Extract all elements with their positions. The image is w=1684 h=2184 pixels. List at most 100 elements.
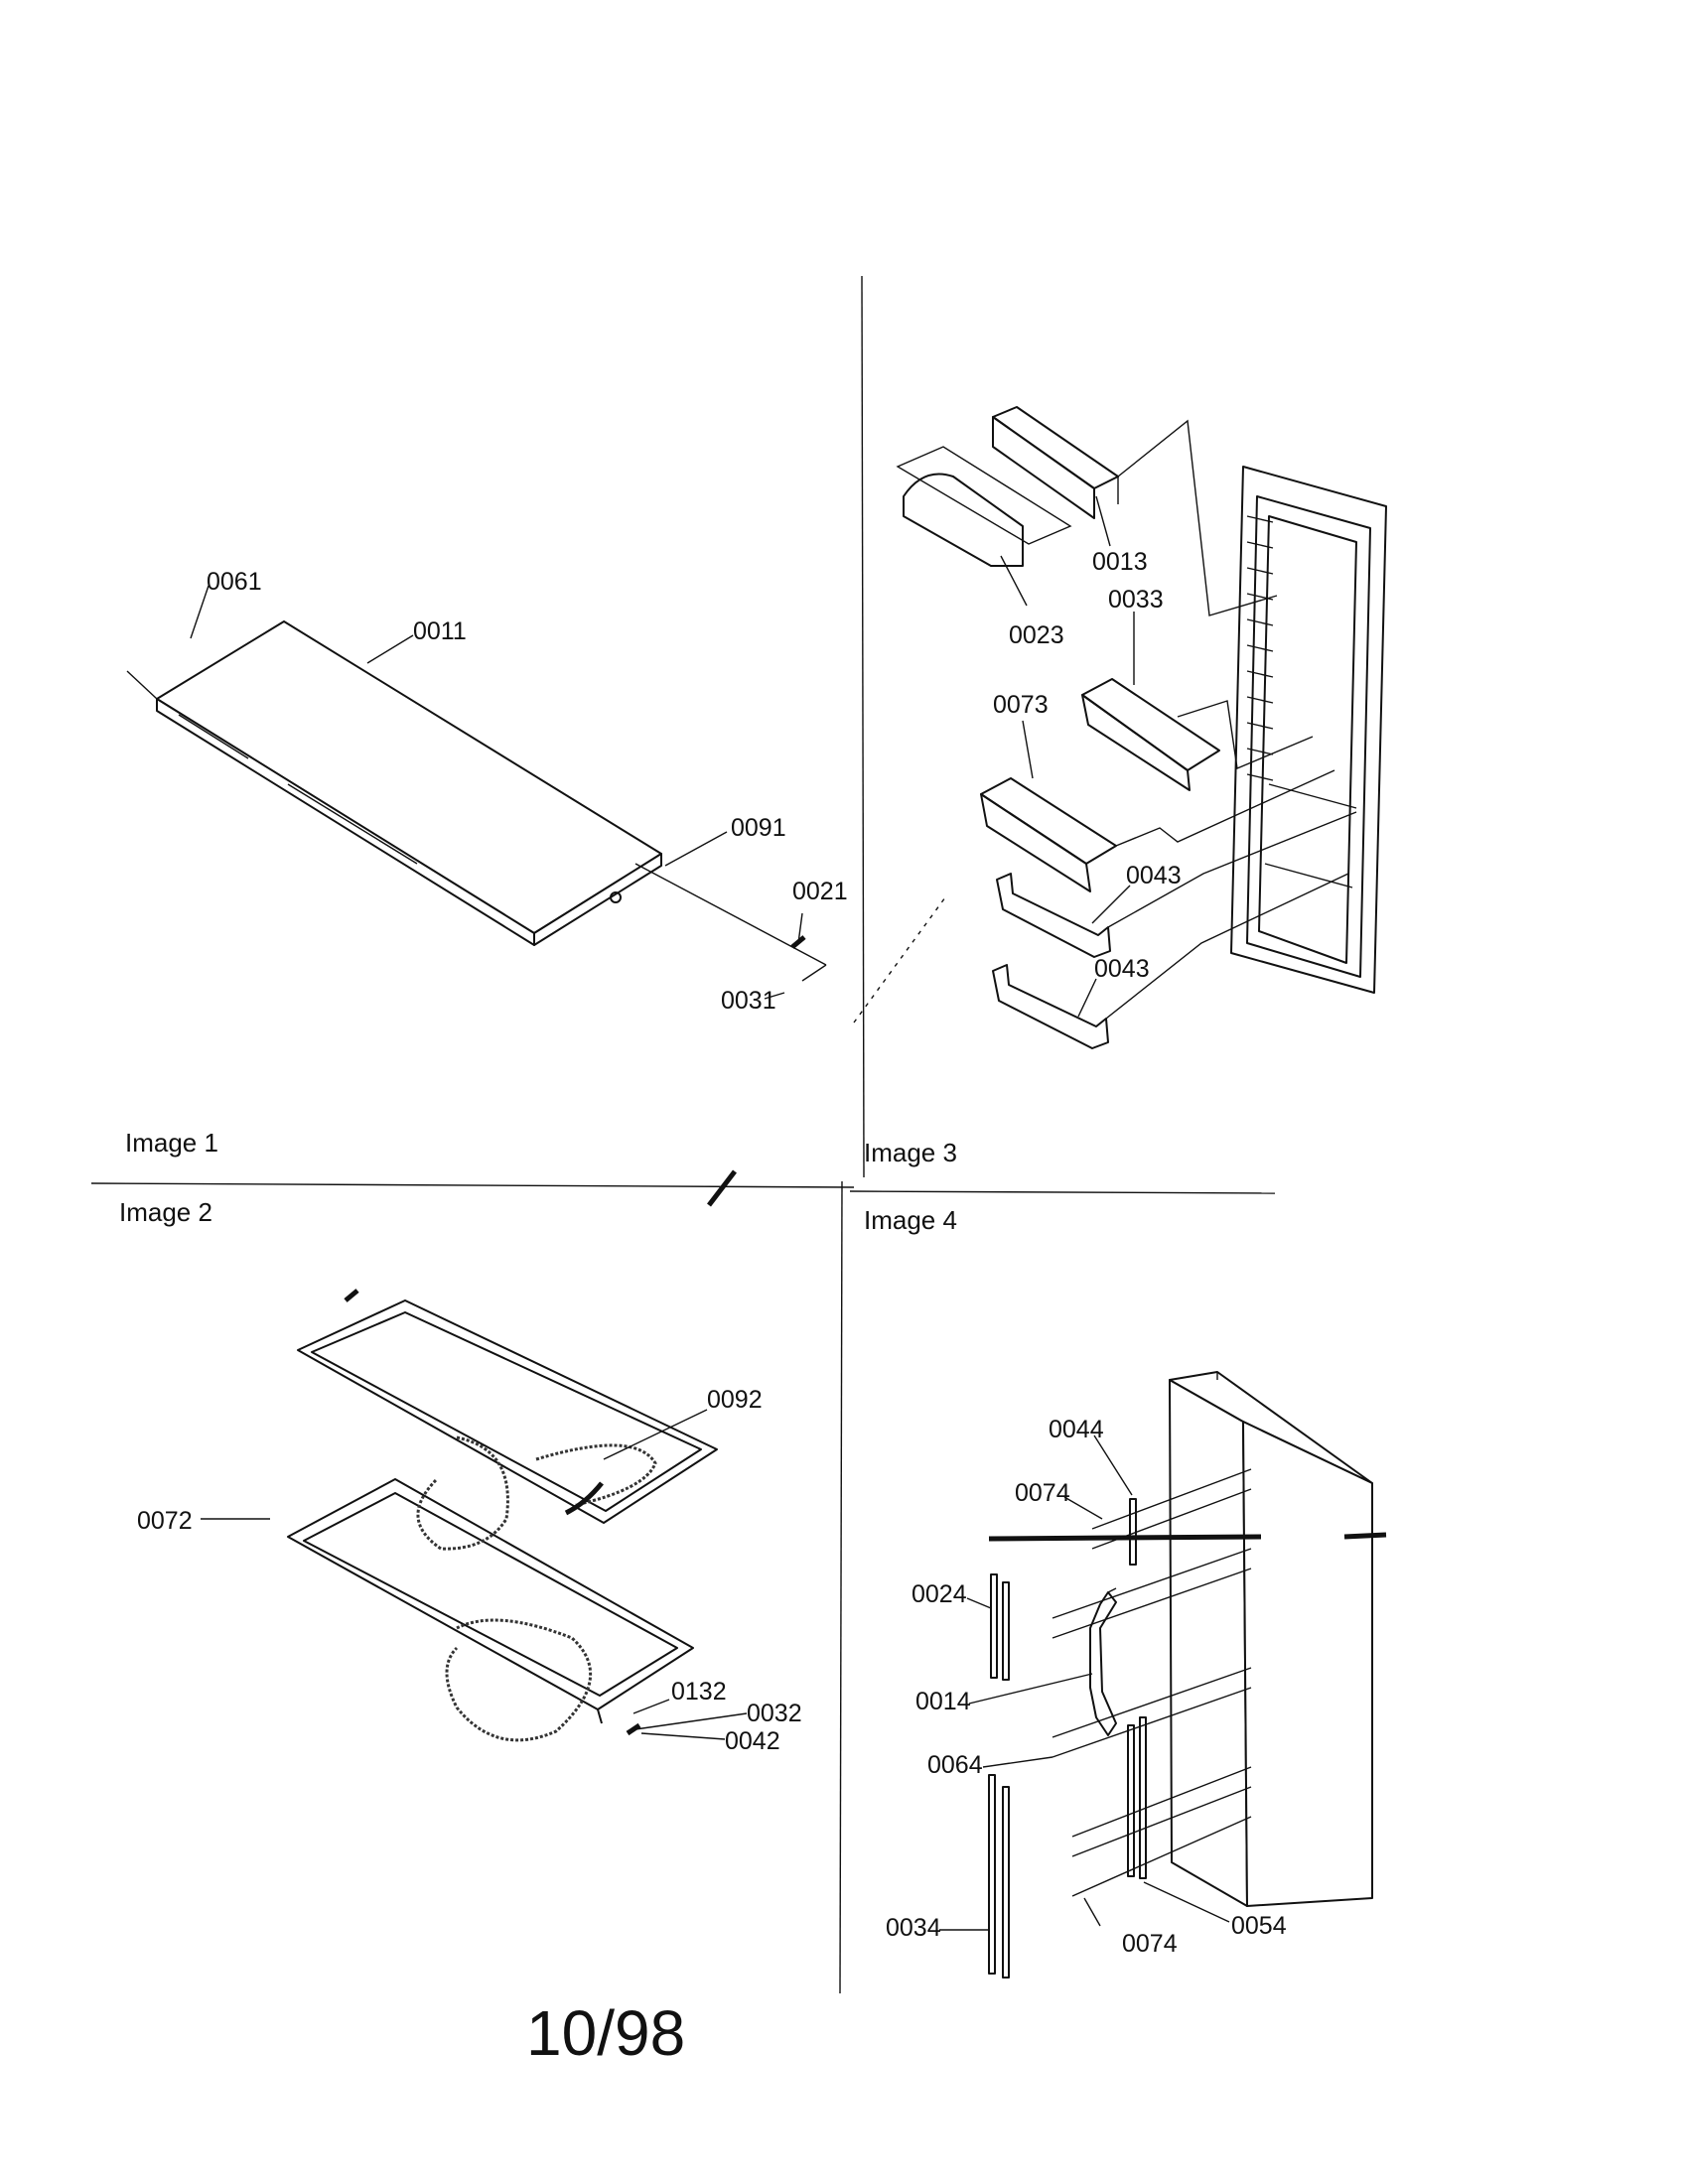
panel-dividers bbox=[90, 275, 1276, 1994]
callout-0073: 0073 bbox=[993, 691, 1049, 719]
leader-0074-lower bbox=[1083, 1897, 1101, 1927]
door-panel-side bbox=[1242, 1421, 1373, 1907]
leader-end bbox=[126, 670, 158, 700]
leader-0043a bbox=[1091, 885, 1131, 924]
shelf-frame-inner bbox=[303, 1492, 678, 1697]
leader-0014 bbox=[968, 1673, 1093, 1705]
callout-0033: 0033 bbox=[1108, 586, 1164, 614]
vertical-divider-top bbox=[861, 275, 865, 1178]
leader-0132 bbox=[632, 1699, 670, 1714]
leader-0054 bbox=[1143, 1881, 1230, 1923]
leader-0032 bbox=[634, 1712, 748, 1730]
callout-0043-upper: 0043 bbox=[1126, 862, 1182, 889]
leader-0013 bbox=[1095, 495, 1111, 547]
bin-0033 bbox=[1081, 678, 1220, 771]
image1-shelf-assembly: 0061 0011 0091 0021 0031 bbox=[126, 568, 848, 1015]
callout-0023: 0023 bbox=[1009, 621, 1064, 649]
assembly-line bbox=[1177, 700, 1314, 769]
trim-0034-b bbox=[1002, 1786, 1010, 1979]
leader-0061 bbox=[190, 585, 210, 639]
callout-0024: 0024 bbox=[912, 1580, 967, 1608]
image2-label: Image 2 bbox=[119, 1197, 212, 1227]
callout-0092: 0092 bbox=[707, 1386, 763, 1414]
image4-label: Image 4 bbox=[864, 1205, 957, 1235]
gasket-sketch bbox=[445, 1618, 593, 1742]
shelf-frame-0072 bbox=[287, 1478, 694, 1710]
callout-0034: 0034 bbox=[886, 1914, 941, 1942]
trim-0024-a bbox=[990, 1573, 998, 1679]
leader-0074-upper bbox=[1063, 1496, 1103, 1520]
gasket-sketch bbox=[416, 1435, 509, 1551]
door-top-trim bbox=[988, 1534, 1262, 1542]
door-liner bbox=[1258, 515, 1357, 964]
leader-0091 bbox=[664, 831, 728, 867]
horizontal-divider-left bbox=[90, 1182, 855, 1188]
callout-0042: 0042 bbox=[725, 1727, 780, 1755]
bin-0073 bbox=[980, 777, 1117, 865]
leader-0021 bbox=[797, 912, 803, 944]
door-panel-face bbox=[1169, 1379, 1248, 1907]
image1-label: Image 1 bbox=[125, 1128, 218, 1158]
bin-0043-lower bbox=[992, 964, 1109, 1049]
cover-0023-ghost bbox=[896, 446, 1072, 545]
image2-glass-shelf: 0092 0072 0132 0032 0042 bbox=[137, 1289, 802, 1755]
mounting-lines bbox=[1052, 1468, 1252, 1897]
door-divider bbox=[1264, 863, 1353, 888]
callout-0032: 0032 bbox=[747, 1700, 802, 1727]
assembly-line bbox=[1105, 873, 1349, 1020]
leader-0031 bbox=[764, 992, 785, 1000]
trim-0044 bbox=[1129, 1498, 1137, 1566]
frame-corner bbox=[597, 1708, 603, 1724]
end-cap-0042 bbox=[626, 1722, 641, 1736]
glass-panel-0092 bbox=[297, 1299, 718, 1524]
shelf-top bbox=[156, 620, 662, 934]
shelf-rail bbox=[287, 783, 418, 865]
leader-0024 bbox=[966, 1597, 992, 1609]
shelf-pin bbox=[610, 891, 622, 903]
door-inner bbox=[1246, 495, 1371, 978]
trim-0024-b bbox=[1002, 1581, 1010, 1681]
bin-0073-front bbox=[980, 793, 1091, 892]
rod-end bbox=[801, 964, 827, 982]
shelf-rail bbox=[178, 714, 249, 759]
image3-label: Image 3 bbox=[864, 1138, 957, 1167]
callout-0091: 0091 bbox=[731, 814, 786, 842]
leader-0073 bbox=[1022, 720, 1034, 779]
leader-0043b bbox=[1077, 978, 1097, 1018]
callout-0031: 0031 bbox=[721, 987, 776, 1015]
callout-0013: 0013 bbox=[1092, 548, 1148, 576]
shelf-side-edge bbox=[156, 698, 535, 946]
callout-0061: 0061 bbox=[207, 568, 262, 596]
footer-date: 10/98 bbox=[526, 1997, 685, 2069]
glass-panel-inner bbox=[311, 1311, 702, 1512]
callout-0054: 0054 bbox=[1231, 1912, 1287, 1940]
image4-door-handle: 0044 0074 0024 0014 0064 0034 0074 0054 bbox=[886, 1371, 1387, 1979]
callout-0072: 0072 bbox=[137, 1507, 193, 1535]
bin-0013-front bbox=[992, 416, 1095, 519]
clip-mark bbox=[564, 1481, 604, 1516]
trim-0054 bbox=[1139, 1716, 1147, 1879]
clip-mark bbox=[344, 1289, 359, 1302]
leader-0044 bbox=[1093, 1434, 1133, 1496]
door-outer bbox=[1230, 466, 1387, 994]
callout-0021: 0021 bbox=[792, 878, 848, 905]
callout-0044: 0044 bbox=[1049, 1416, 1104, 1443]
door-divider bbox=[1268, 783, 1357, 809]
leader-0042 bbox=[640, 1732, 726, 1740]
trim-0034-a bbox=[988, 1774, 996, 1975]
leader-0011 bbox=[366, 634, 414, 664]
leader-0064 bbox=[982, 1756, 1053, 1768]
assembly-line bbox=[1117, 419, 1278, 616]
dashed-leader bbox=[853, 896, 946, 1024]
callout-0011: 0011 bbox=[413, 617, 467, 645]
bin-0013 bbox=[992, 406, 1119, 489]
assembly-line bbox=[1115, 769, 1335, 847]
cover-0023 bbox=[903, 473, 1024, 567]
bin-0033-front bbox=[1081, 694, 1191, 791]
divider-mark bbox=[707, 1169, 737, 1207]
image3-door-bins: 0013 0023 0033 0073 0043 0043 bbox=[853, 406, 1387, 1049]
callout-0074-upper: 0074 bbox=[1015, 1479, 1070, 1507]
callout-0132: 0132 bbox=[671, 1678, 727, 1706]
door-top-trim-end bbox=[1343, 1532, 1387, 1540]
